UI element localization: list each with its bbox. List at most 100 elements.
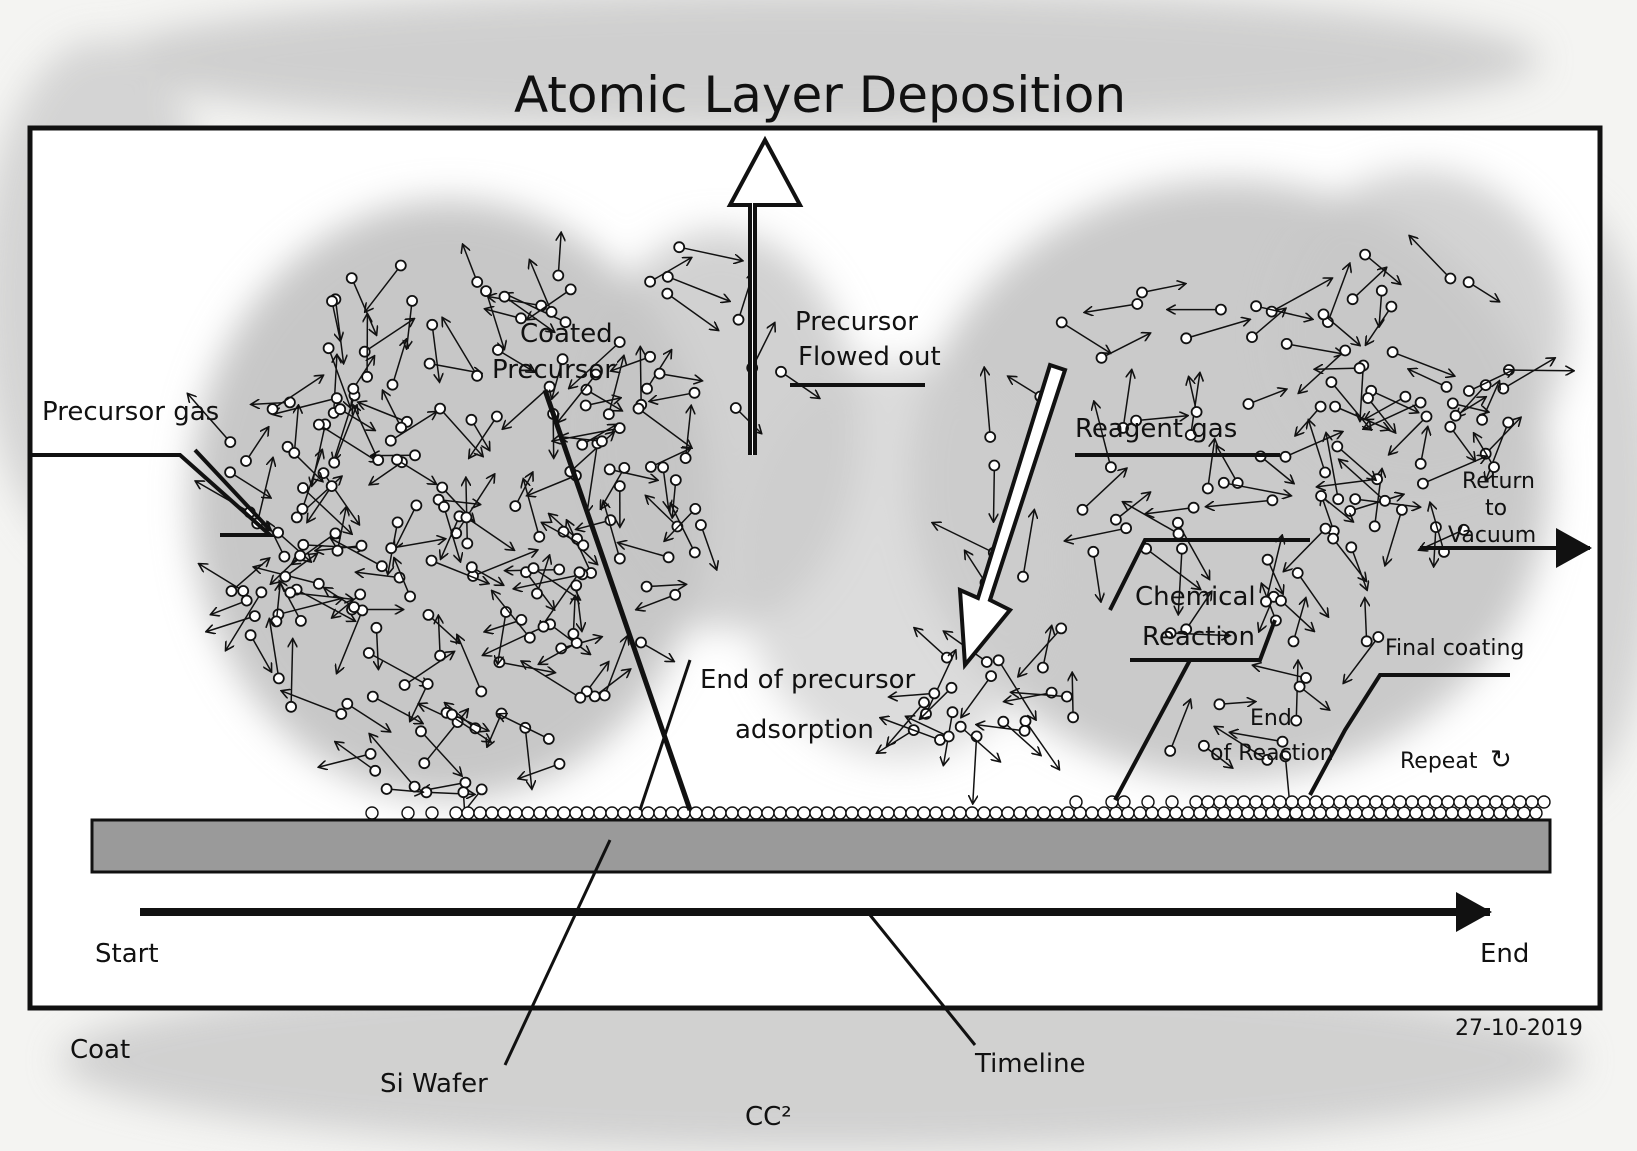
coating-bead — [1289, 806, 1303, 820]
coating-bead — [1417, 795, 1431, 809]
coating-bead — [1501, 795, 1515, 809]
coating-bead — [1025, 806, 1039, 820]
molecule — [288, 406, 299, 459]
molecule — [637, 588, 682, 610]
coating-bead — [1349, 806, 1363, 820]
molecule — [272, 526, 311, 562]
label-final-coating: Final coating — [1385, 636, 1524, 661]
molecule — [527, 562, 580, 599]
molecule — [1309, 420, 1331, 479]
molecule — [1201, 440, 1215, 495]
molecule — [1230, 733, 1289, 748]
molecule — [519, 758, 566, 779]
molecule — [1444, 420, 1474, 460]
label-start: Start — [95, 939, 159, 969]
molecule — [446, 708, 488, 731]
coating-bead — [1241, 806, 1255, 820]
label-reagent-gas: Reagent gas — [1075, 414, 1237, 444]
coating-bead — [1345, 795, 1359, 809]
coating-bead — [1049, 806, 1063, 820]
molecule — [657, 461, 668, 508]
molecule — [1364, 396, 1427, 429]
coating-bead — [1537, 795, 1551, 809]
molecule — [426, 318, 439, 382]
molecule — [1476, 382, 1499, 426]
molecule — [598, 637, 628, 702]
coating-bead — [401, 806, 415, 820]
coating-bead — [1433, 806, 1447, 820]
coating-bead — [869, 806, 883, 820]
precursor-inlet-line — [30, 453, 276, 537]
molecule — [240, 428, 268, 467]
gas-molecules — [188, 233, 1573, 852]
coating-bead — [1225, 795, 1239, 809]
molecule — [266, 376, 323, 416]
coating-bead — [989, 806, 1003, 820]
molecule — [365, 259, 407, 312]
molecule — [499, 714, 555, 745]
coating-bead — [845, 806, 859, 820]
coating-bead — [1489, 795, 1503, 809]
coating-bead — [1325, 806, 1339, 820]
coating-bead — [1397, 806, 1411, 820]
coating-bead — [1333, 795, 1347, 809]
reagent-inflow-arrow — [957, 362, 1068, 671]
molecule — [326, 295, 340, 340]
label-end-reaction-2: of Reaction — [1210, 741, 1334, 766]
molecule — [385, 539, 445, 555]
molecule — [398, 652, 454, 691]
timeline-callout — [868, 914, 977, 1046]
molecule — [225, 559, 269, 597]
molecule — [1293, 680, 1329, 710]
coating-bead — [1133, 806, 1147, 820]
molecule — [224, 466, 270, 497]
molecule — [331, 539, 388, 573]
molecule — [1474, 434, 1500, 474]
molecule — [498, 606, 512, 664]
coating-bead — [1121, 806, 1135, 820]
molecule — [458, 636, 488, 698]
molecule — [1446, 397, 1488, 412]
molecule — [394, 559, 417, 603]
molecule — [1346, 268, 1386, 306]
molecule — [1146, 501, 1200, 514]
molecule — [319, 748, 377, 767]
molecule — [434, 402, 482, 456]
molecule — [438, 500, 460, 561]
coating-bead — [617, 806, 631, 820]
coating-bead — [1069, 795, 1083, 809]
coating-bead — [1141, 795, 1155, 809]
coating-bead — [1517, 806, 1531, 820]
molecule — [650, 386, 701, 401]
molecule — [1017, 511, 1034, 583]
final-coating-pointer — [1308, 673, 1510, 796]
coating-bead — [1097, 806, 1111, 820]
coating-bead — [1513, 795, 1527, 809]
molecule — [542, 523, 590, 552]
coating-bead — [605, 806, 619, 820]
si-wafer-callout — [503, 839, 612, 1066]
molecule — [1198, 739, 1232, 768]
molecule — [492, 591, 536, 644]
coating-bead — [1109, 806, 1123, 820]
label-chemical-reaction-1: Chemical — [1135, 582, 1256, 612]
coating-bead — [1505, 806, 1519, 820]
molecule — [528, 283, 577, 319]
molecule — [1168, 303, 1227, 316]
coating-bead — [1525, 795, 1539, 809]
molecule — [920, 681, 958, 719]
coating-bead — [485, 806, 499, 820]
molecule — [531, 556, 549, 600]
molecule — [1365, 390, 1412, 419]
molecule — [604, 502, 626, 565]
molecule — [460, 511, 513, 549]
coating-bead — [953, 806, 967, 820]
molecule — [1215, 727, 1274, 766]
molecule — [1315, 490, 1353, 521]
molecule — [890, 687, 941, 698]
coating-bead — [1393, 795, 1407, 809]
molecule — [384, 412, 436, 447]
coating-bead — [701, 806, 715, 820]
coating-bead — [521, 806, 535, 820]
